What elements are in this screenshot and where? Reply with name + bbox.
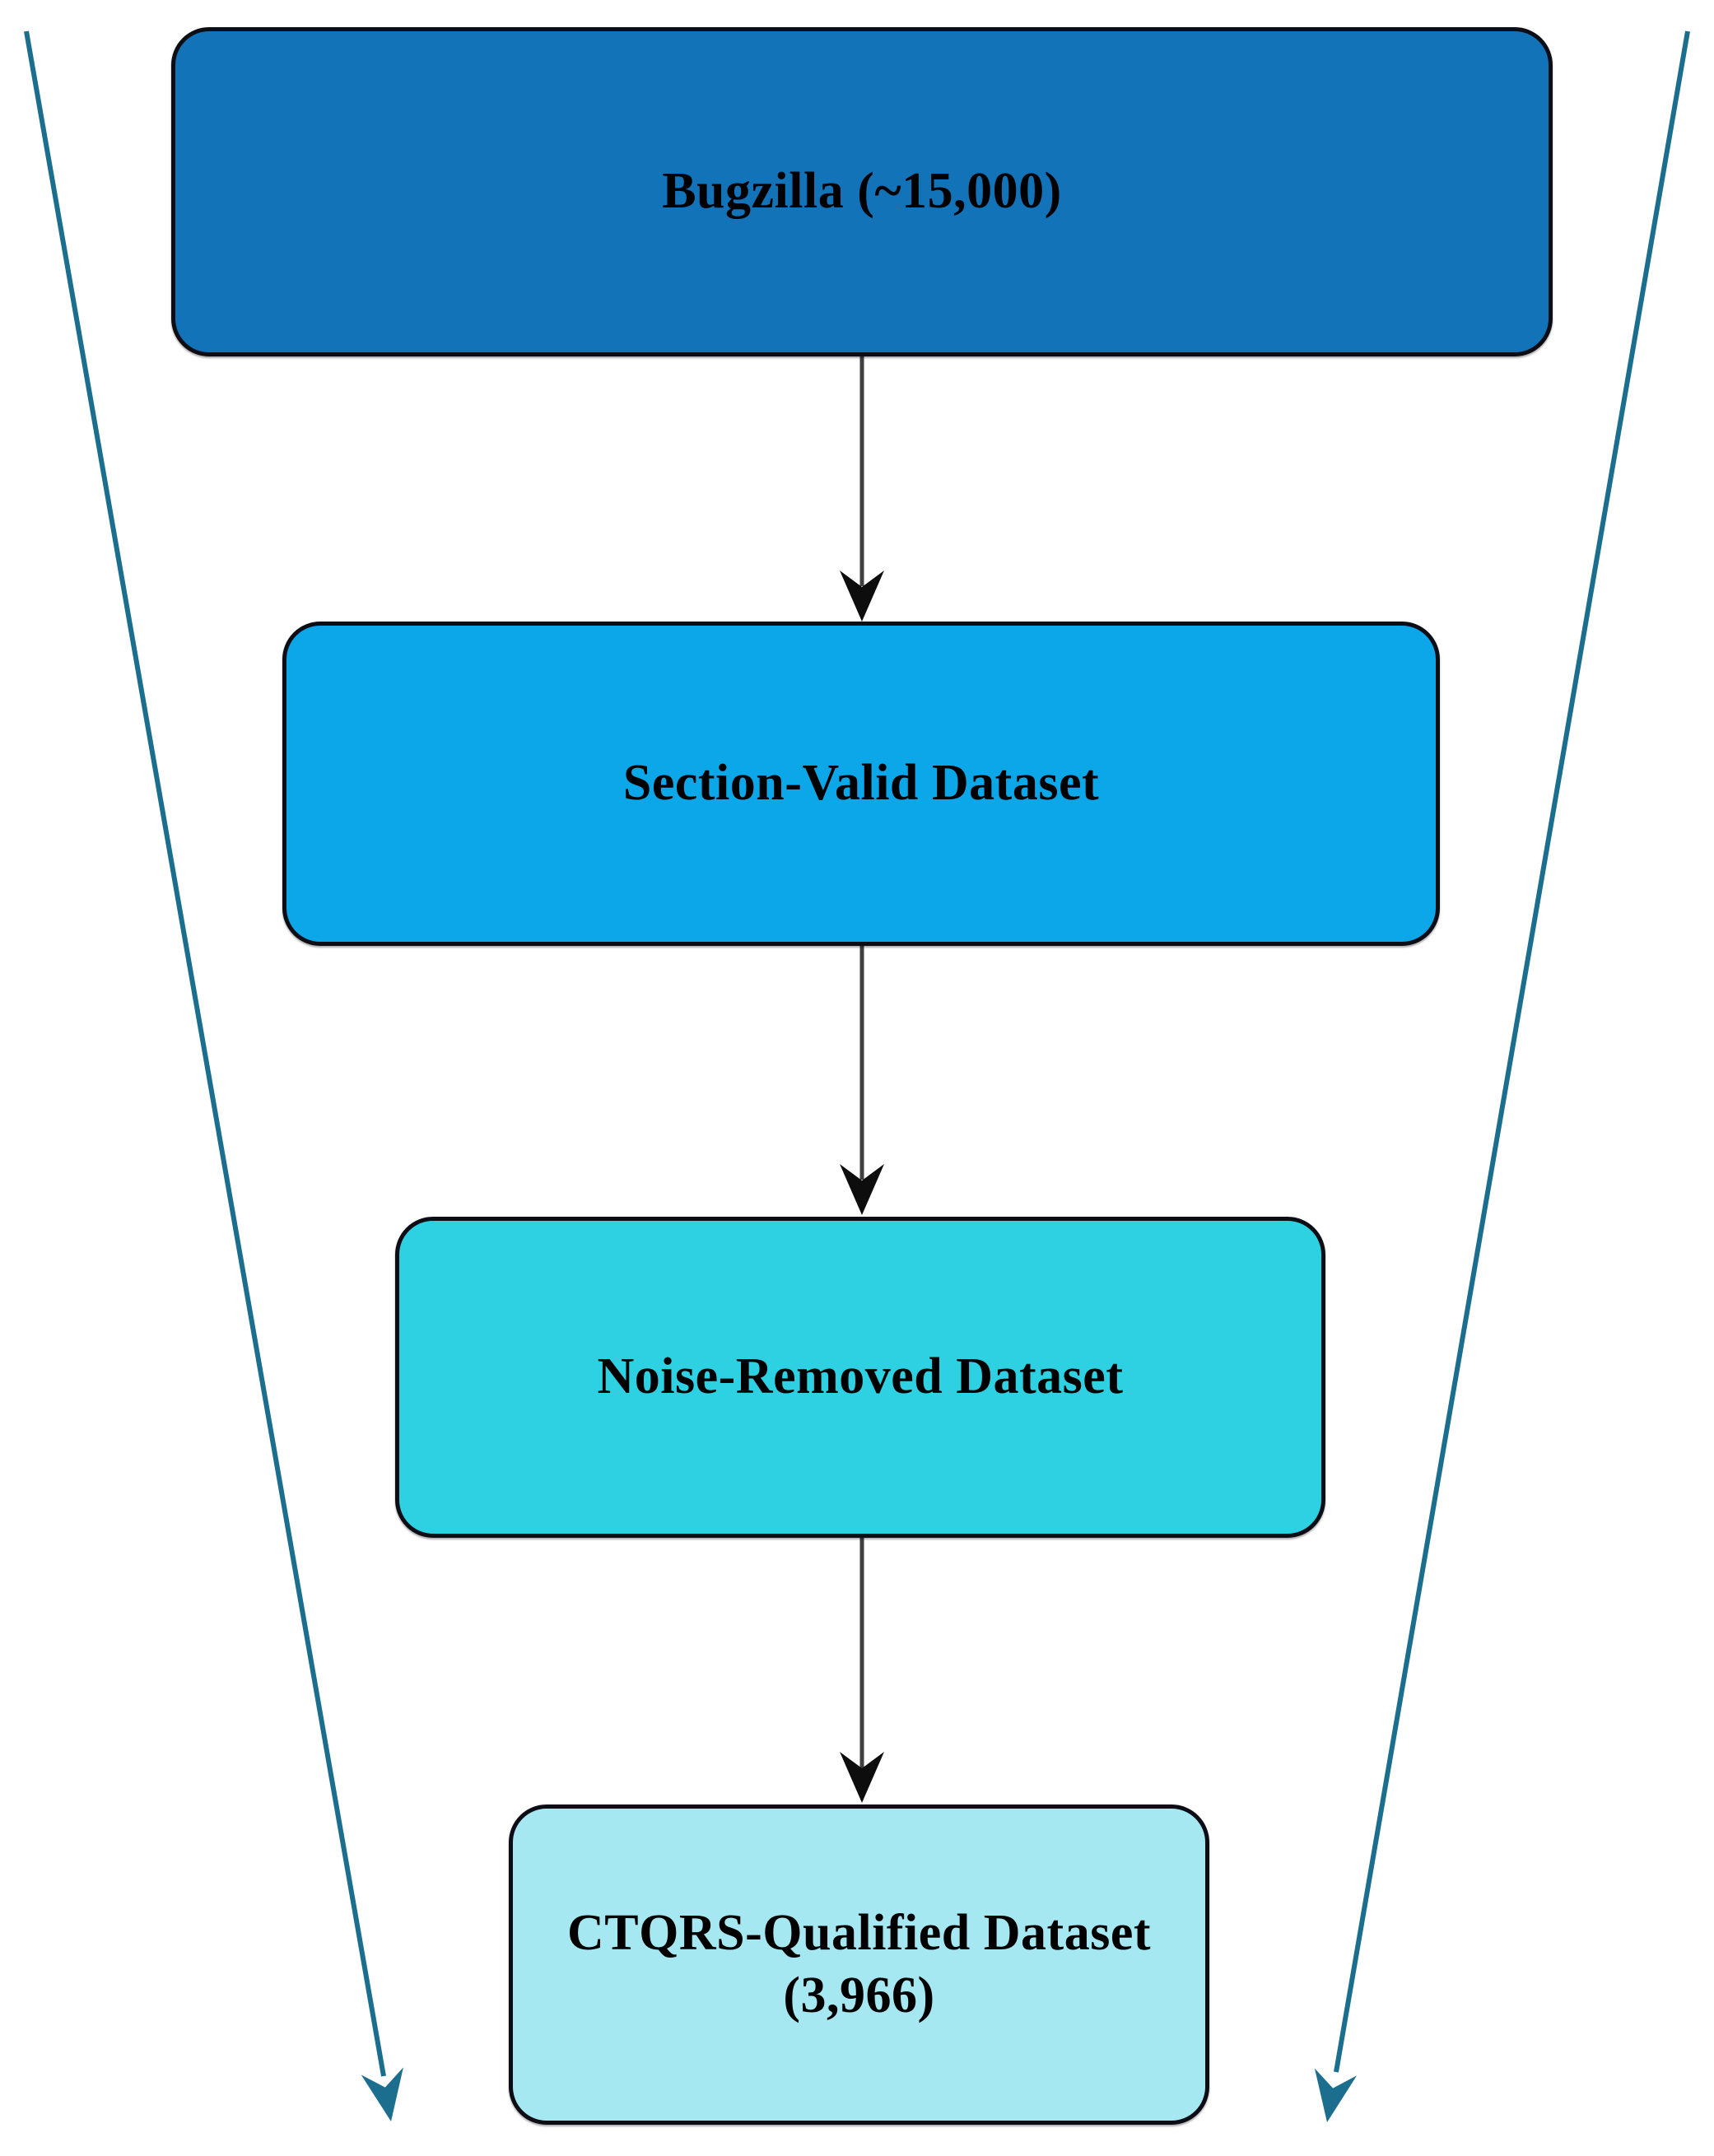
funnel-left-arrowhead-icon — [361, 2067, 403, 2121]
stage-count-ctqrs-qualified: (3,966) — [783, 1967, 935, 2023]
funnel-right-arrow-line — [1334, 30, 1690, 2073]
stage-label-bugzilla: Bugzilla (~15,000) — [662, 163, 1062, 220]
stage-label-noise-removed: Noise-Removed Dataset — [597, 1348, 1124, 1405]
stage-box-section-valid: Section-Valid Dataset — [282, 622, 1440, 946]
stage-box-noise-removed: Noise-Removed Dataset — [395, 1217, 1325, 1538]
connector-arrow-3-head-icon — [840, 1752, 884, 1803]
stage-label-section-valid: Section-Valid Dataset — [622, 755, 1100, 812]
stage-box-ctqrs-qualified: CTQRS-Qualified Dataset (3,966) — [509, 1804, 1209, 2125]
connector-arrow-2-head-icon — [840, 1164, 884, 1215]
stage-label-ctqrs-qualified: CTQRS-Qualified Dataset — [567, 1904, 1151, 1961]
connector-arrow-1-head-icon — [840, 570, 884, 622]
funnel-right-arrowhead-icon — [1314, 2068, 1358, 2122]
stage-box-bugzilla: Bugzilla (~15,000) — [171, 27, 1553, 356]
funnel-left-arrow-line — [24, 30, 386, 2077]
